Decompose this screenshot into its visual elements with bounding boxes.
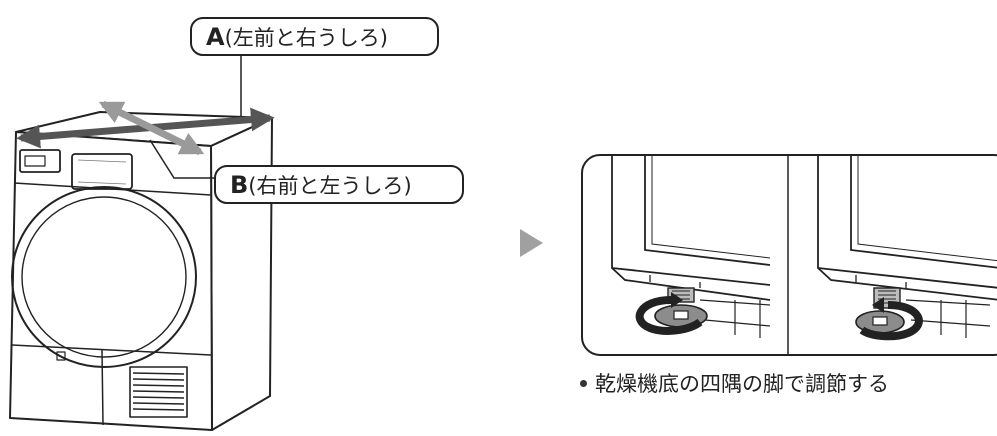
callout-a: A(左前と右うしろ) <box>190 17 439 56</box>
bullet-icon <box>580 379 587 387</box>
vent-grille <box>129 366 188 418</box>
dryer-illustration <box>9 111 273 431</box>
callout-b-letter: B <box>230 171 248 199</box>
caption: 乾燥機底の四隅の脚で調節する <box>580 368 889 398</box>
foot-adjust-panel <box>581 154 997 356</box>
caption-text: 乾燥機底の四隅の脚で調節する <box>595 372 889 396</box>
rotate-arrow-icon <box>859 297 923 341</box>
callout-a-text: (左前と右うしろ) <box>225 26 388 50</box>
svg-text:B(右前と左うしろ): B(右前と左うしろ) <box>230 171 412 199</box>
dryer-right-side <box>210 117 273 431</box>
drawer <box>19 149 61 173</box>
rotate-arrow-icon <box>635 292 703 335</box>
triangle-right-icon <box>520 229 543 257</box>
callout-b: B(右前と左うしろ) <box>214 165 464 204</box>
svg-text:A(左前と右うしろ): A(左前と右うしろ) <box>206 23 388 51</box>
callout-b-text: (右前と左うしろ) <box>248 174 411 198</box>
diagonal-arrow-b <box>98 100 205 156</box>
callout-a-letter: A <box>206 23 225 51</box>
dryer-door <box>11 186 197 368</box>
